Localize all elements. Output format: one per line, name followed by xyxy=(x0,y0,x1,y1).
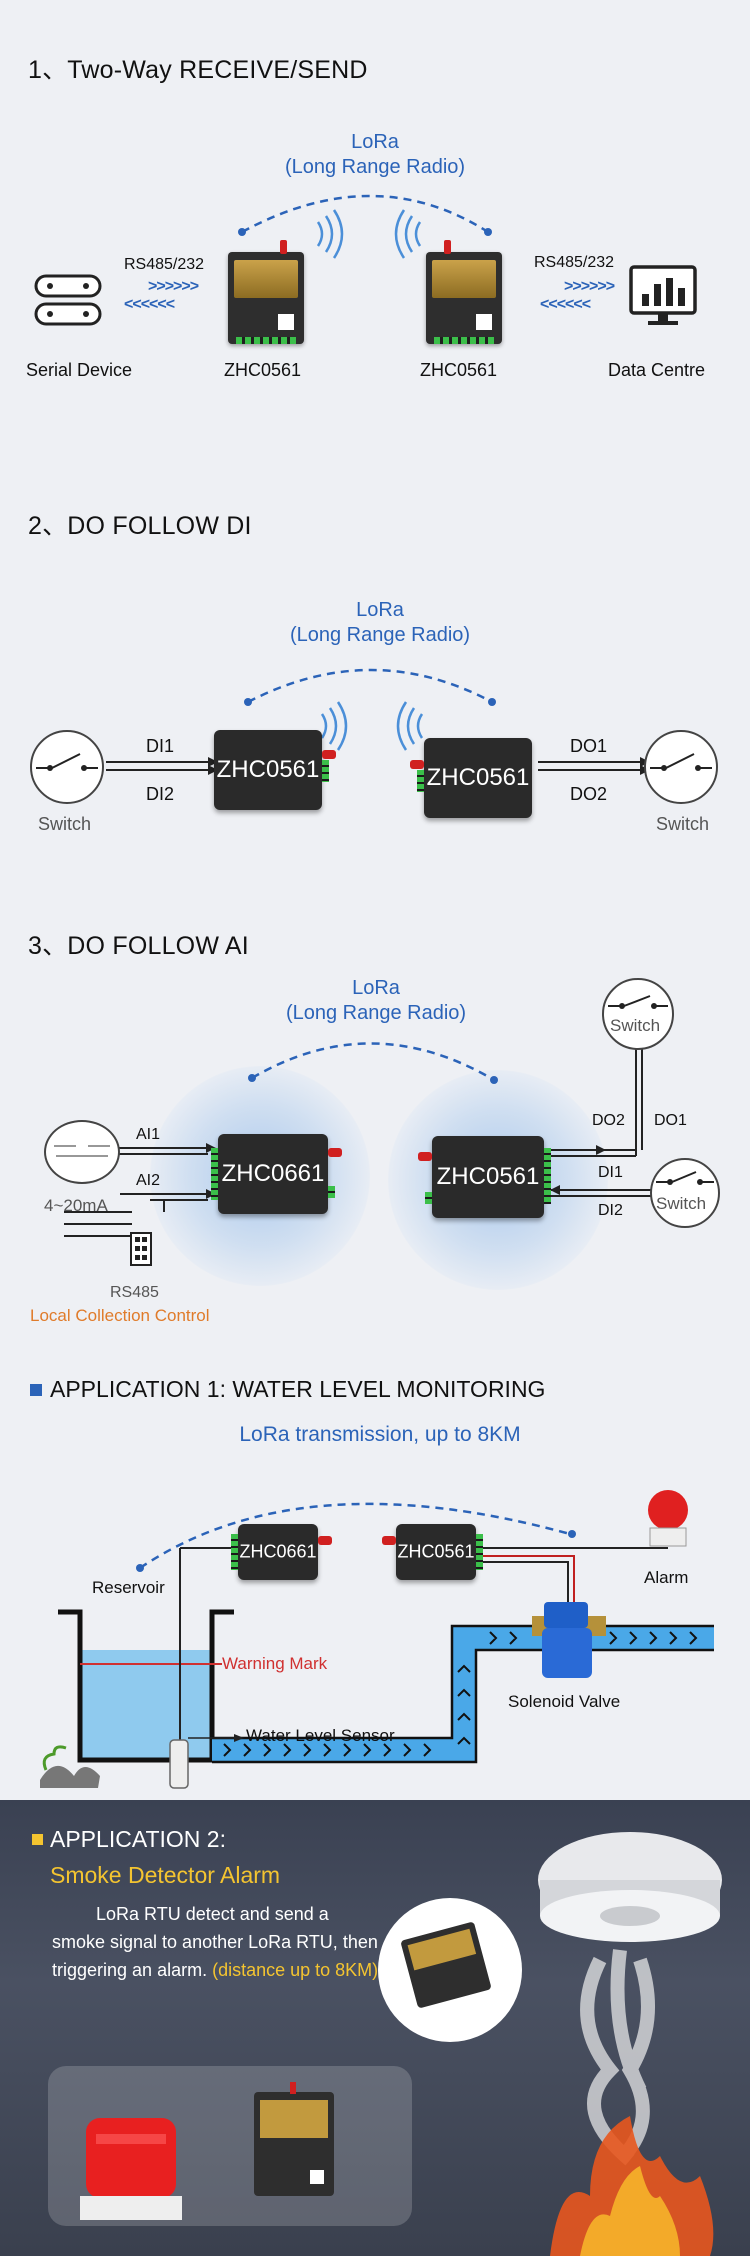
ai1-label: AI1 xyxy=(136,1126,161,1143)
do1-label: DO1 xyxy=(570,736,608,756)
serial-device-icon xyxy=(34,274,102,326)
section-two-way: 1、Two-Way RECEIVE/SEND LoRa (Long Range … xyxy=(0,0,750,420)
device-zhc0661-box: ZHC0661 xyxy=(211,1134,342,1214)
device-zhc0661-box: ZHC0661 xyxy=(231,1524,332,1580)
right-arrows-right: >>>>>> xyxy=(564,278,615,295)
rs485-label: RS485 xyxy=(110,1284,159,1301)
switch-top-icon: Switch xyxy=(602,978,674,1050)
switch-top-label: Switch xyxy=(610,1016,661,1035)
device-right-label: ZHC0561 xyxy=(426,764,530,791)
device-right-label: ZHC0561 xyxy=(436,1163,540,1190)
alarm-label: Alarm xyxy=(644,1568,689,1587)
app2-subtitle: Smoke Detector Alarm xyxy=(50,1862,281,1888)
lora-line2: (Long Range Radio) xyxy=(289,624,471,646)
switch-right-label: Switch xyxy=(656,814,710,834)
section3-title: 3、DO FOLLOW AI xyxy=(28,932,249,960)
serial-device-label: Serial Device xyxy=(26,360,133,380)
device-right-label: ZHC0561 xyxy=(397,1541,475,1562)
device-zhc0561-left xyxy=(228,240,304,344)
right-arrows-left: <<<<<< xyxy=(540,296,591,313)
lora-line2: (Long Range Radio) xyxy=(285,1002,467,1024)
lora-line2: (Long Range Radio) xyxy=(284,156,466,178)
section-do-follow-di: 2、DO FOLLOW DI LoRa (Long Range Radio) S… xyxy=(0,480,750,900)
ai2-label: AI2 xyxy=(136,1172,161,1189)
switch-left-label: Switch xyxy=(38,814,92,834)
device-left-label: ZHC0561 xyxy=(216,756,320,783)
section2-title: 2、DO FOLLOW DI xyxy=(28,512,252,540)
device-right-label: ZHC0561 xyxy=(420,360,498,380)
section1-lora-label: LoRa (Long Range Radio) xyxy=(260,130,490,180)
device-left-label: ZHC0661 xyxy=(239,1541,317,1562)
local-collection-label: Local Collection Control xyxy=(30,1306,210,1325)
data-centre-label: Data Centre xyxy=(608,360,706,380)
smoke-detector-scene xyxy=(48,1832,722,2256)
rs485-connector-icon xyxy=(130,1232,152,1266)
left-protocol-label: RS485/232 xyxy=(124,256,205,273)
di1-label: DI1 xyxy=(146,736,175,756)
section-application-1: APPLICATION 1: WATER LEVEL MONITORING Lo… xyxy=(0,1340,750,1800)
range-label: 4~20mA xyxy=(44,1196,108,1215)
app2-distance: (distance up to 8KM) xyxy=(212,1960,379,1980)
analog-meter-icon xyxy=(44,1120,120,1184)
app2-title: APPLICATION 2: xyxy=(50,1826,226,1852)
lora-line1: LoRa xyxy=(356,599,404,621)
right-protocol-label: RS485/232 xyxy=(534,254,615,271)
device-zhc0561-right xyxy=(426,240,502,344)
section3-lora-label: LoRa (Long Range Radio) xyxy=(256,976,496,1026)
do1-label: DO1 xyxy=(654,1112,687,1129)
solenoid-valve-label: Solenoid Valve xyxy=(508,1692,621,1711)
bullet-square-icon xyxy=(32,1834,43,1845)
section-application-2: APPLICATION 2: Smoke Detector Alarm LoRa… xyxy=(0,1800,750,2256)
reservoir-label: Reservoir xyxy=(92,1578,165,1597)
section1-radio-arc xyxy=(238,194,492,259)
section1-title: 1、Two-Way RECEIVE/SEND xyxy=(28,56,368,84)
section3-wiring xyxy=(64,1042,660,1237)
bullet-square-icon xyxy=(30,1384,42,1396)
left-arrows-right: >>>>>> xyxy=(148,278,199,295)
device-zhc0561-box: ZHC0561 xyxy=(382,1524,483,1580)
app2-body: LoRa RTU detect and send a smoke signal … xyxy=(52,1904,378,1980)
section-do-follow-ai: 3、DO FOLLOW AI LoRa (Long Range Radio) 4… xyxy=(0,900,750,1340)
data-centre-icon xyxy=(629,265,697,325)
device-zhc0561-box: ZHC0561 xyxy=(418,1136,551,1218)
warning-mark-label: Warning Mark xyxy=(222,1654,328,1673)
device-left-label: ZHC0561 xyxy=(224,360,302,380)
switch-bottom-label: Switch xyxy=(656,1194,707,1213)
do2-label: DO2 xyxy=(570,784,608,804)
di2-label: DI2 xyxy=(146,784,175,804)
device-zhc0561-left-box: ZHC0561 xyxy=(214,730,336,810)
device-zhc0561-right-box: ZHC0561 xyxy=(410,738,532,818)
section2-radio-arc xyxy=(106,668,650,775)
switch-right-icon xyxy=(644,730,718,804)
section2-lora-label: LoRa (Long Range Radio) xyxy=(260,598,500,648)
water-level-sensor-label: Water Level Sensor xyxy=(246,1726,395,1745)
app2-description: LoRa RTU detect and send a smoke signal … xyxy=(52,1900,382,1984)
di1-label: DI1 xyxy=(598,1164,623,1181)
device-left-label: ZHC0661 xyxy=(221,1160,325,1187)
app1-scene xyxy=(40,1490,714,1789)
app1-transmission-label: LoRa transmission, up to 8KM xyxy=(239,1423,521,1446)
switch-bottom-icon: Switch xyxy=(650,1158,720,1228)
left-arrows-left: <<<<<< xyxy=(124,296,175,313)
lora-line1: LoRa xyxy=(351,131,399,153)
lora-line1: LoRa xyxy=(352,977,400,999)
di2-label: DI2 xyxy=(598,1202,623,1219)
do2-label: DO2 xyxy=(592,1112,625,1129)
app1-title: APPLICATION 1: WATER LEVEL MONITORING xyxy=(50,1376,546,1402)
switch-left-icon xyxy=(30,730,104,804)
